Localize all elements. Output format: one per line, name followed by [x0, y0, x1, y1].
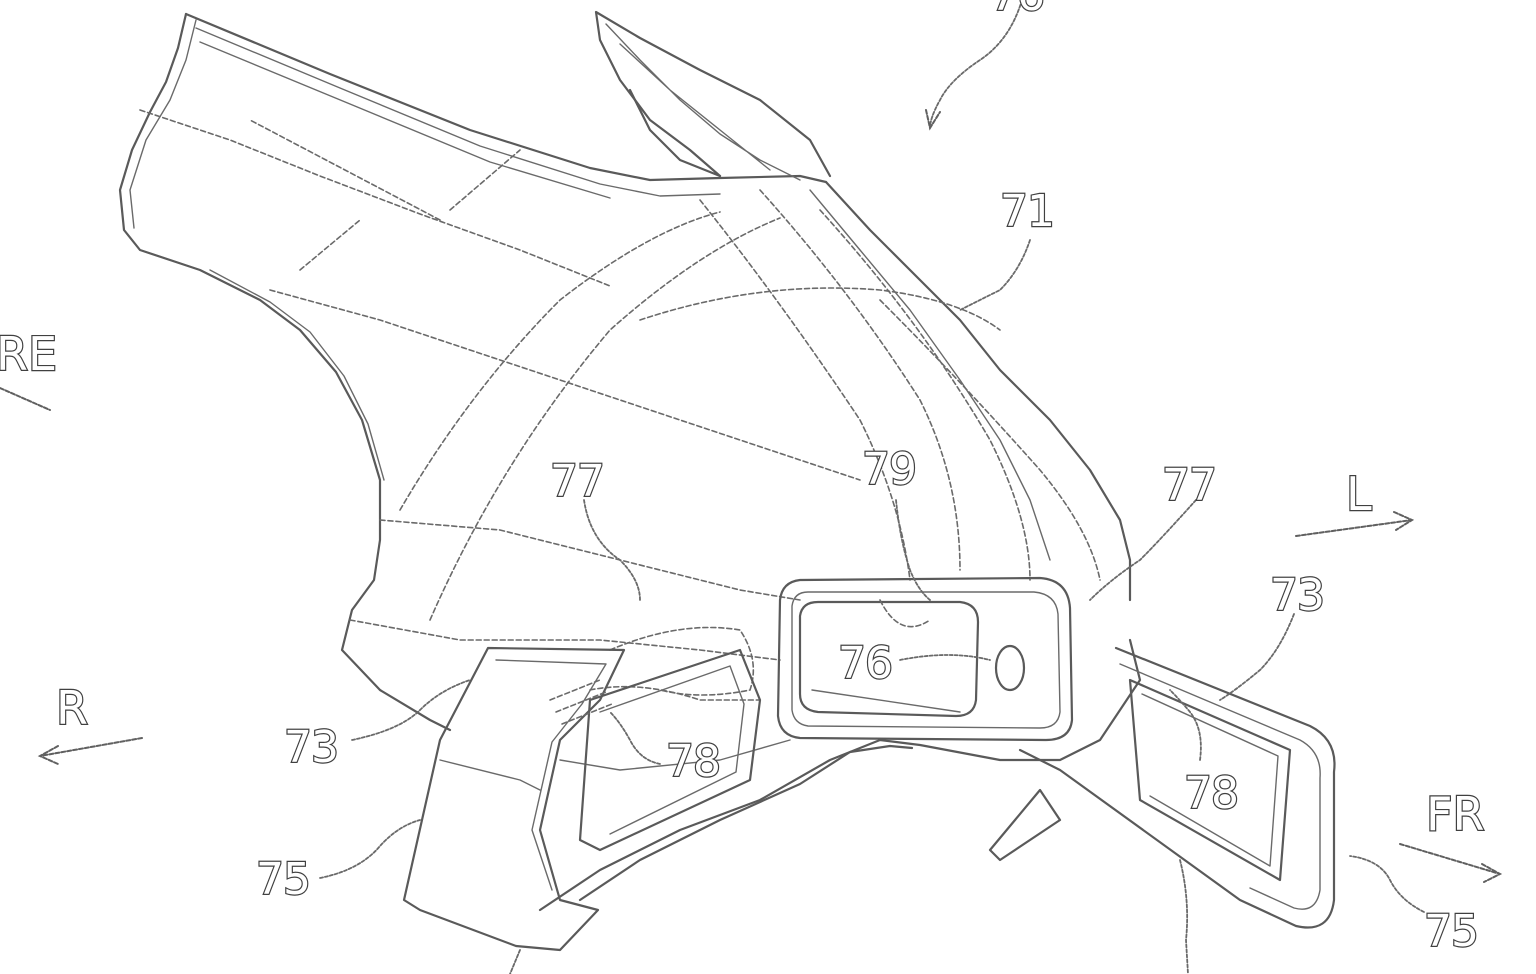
left-pad-outline	[402, 646, 626, 952]
label-ref-78-left: 78	[666, 736, 720, 787]
label-ref-79: 79	[862, 444, 916, 495]
socket-inner	[811, 689, 961, 713]
label-ref-73-right: 73	[1270, 570, 1324, 621]
surface-line-4	[249, 119, 521, 271]
leader-73-left	[351, 679, 471, 741]
left-pad-slots	[549, 679, 613, 725]
socket-opening	[798, 600, 980, 718]
body-top-edge-inner	[195, 27, 721, 197]
right-pad-inner	[1119, 663, 1321, 910]
label-dir-left: L	[1346, 467, 1372, 521]
right-pad	[1018, 646, 1336, 929]
surface-line-8	[699, 199, 911, 581]
label-ref-75-left: 75	[256, 854, 310, 905]
leader-lines	[319, 0, 1425, 974]
cradle-surface	[609, 626, 755, 696]
left-pad-inner	[439, 659, 607, 891]
surface-line-1	[399, 211, 721, 511]
label-ref-top: 76	[990, 0, 1044, 21]
left-pad	[402, 646, 762, 952]
surface-line-7	[379, 519, 801, 601]
leader-76	[899, 654, 991, 661]
leader-71	[959, 239, 1031, 311]
label-ref-71: 71	[1000, 186, 1054, 237]
label-dir-front: FR	[1426, 787, 1484, 841]
body-right-edge	[824, 180, 1132, 602]
body-outline-left-inner	[129, 19, 385, 481]
label-ref-77-right: 77	[1162, 460, 1216, 511]
surface-line-6	[269, 289, 861, 481]
surface-line-5	[139, 109, 611, 287]
body-top-edge	[184, 12, 828, 184]
leader-78-right	[1169, 689, 1202, 761]
leader-78-left	[609, 711, 661, 765]
body-right-edge-inner	[809, 189, 1051, 561]
cradle-edge	[559, 739, 791, 771]
surface-line-10	[819, 209, 1031, 581]
fin-side-edge	[628, 88, 722, 178]
left-pad-window-inner	[599, 665, 745, 835]
hub-outer-frame	[776, 576, 1074, 742]
label-dir-rear: RE	[0, 327, 57, 381]
direction-arrows	[0, 387, 1503, 883]
strap-tab	[988, 788, 1062, 862]
label-ref-73-left: 73	[284, 722, 338, 773]
leader-bottom-right	[1179, 859, 1189, 974]
hub-inner-frame	[791, 591, 1061, 729]
surface-line-11	[879, 299, 1101, 581]
arrow-front-dir	[1399, 843, 1503, 883]
right-pad-window	[1128, 678, 1292, 882]
label-ref-77-left: 77	[550, 456, 604, 507]
arrow-right-dir	[37, 737, 143, 765]
surface-line-12	[349, 619, 781, 661]
leader-75-left	[319, 819, 421, 879]
pivot-hole	[994, 644, 1026, 692]
leader-79	[895, 499, 931, 601]
reference-labels: 76 71 77 79 77 76 73 73 78 78 75 75 RE L…	[0, 0, 1486, 958]
left-pad-window	[578, 648, 762, 852]
arrow-rear	[0, 387, 51, 411]
leader-77-right	[1089, 499, 1197, 601]
hub-arc	[879, 599, 931, 628]
hub-assembly	[776, 576, 1074, 742]
leader-bottom-left	[509, 949, 521, 974]
right-pad-window-inner	[1141, 693, 1279, 867]
leader-73-right	[1219, 613, 1295, 701]
cover-body	[118, 10, 1132, 732]
label-ref-76: 76	[838, 638, 892, 689]
fin-inner	[605, 23, 801, 181]
surface-line-9	[759, 189, 961, 571]
label-dir-right: R	[56, 681, 88, 735]
surface-line-2	[429, 217, 781, 621]
lower-cradle	[538, 626, 1142, 912]
right-pad-outline	[1018, 646, 1336, 929]
arrow-left-dir	[1295, 511, 1415, 537]
leader-75-right	[1349, 855, 1425, 913]
label-ref-75-right: 75	[1424, 906, 1478, 957]
label-ref-78-right: 78	[1184, 768, 1238, 819]
leader-top	[929, 0, 1023, 129]
body-top-edge-inner-2	[199, 41, 611, 199]
surface-line-3	[639, 287, 1001, 331]
leader-top-arrow	[925, 109, 941, 131]
cradle-inner	[578, 744, 914, 902]
cradle-surface-2	[589, 685, 761, 701]
cradle-outer	[538, 638, 1142, 912]
leader-77-left	[583, 499, 641, 601]
body-outline-left	[118, 12, 452, 732]
